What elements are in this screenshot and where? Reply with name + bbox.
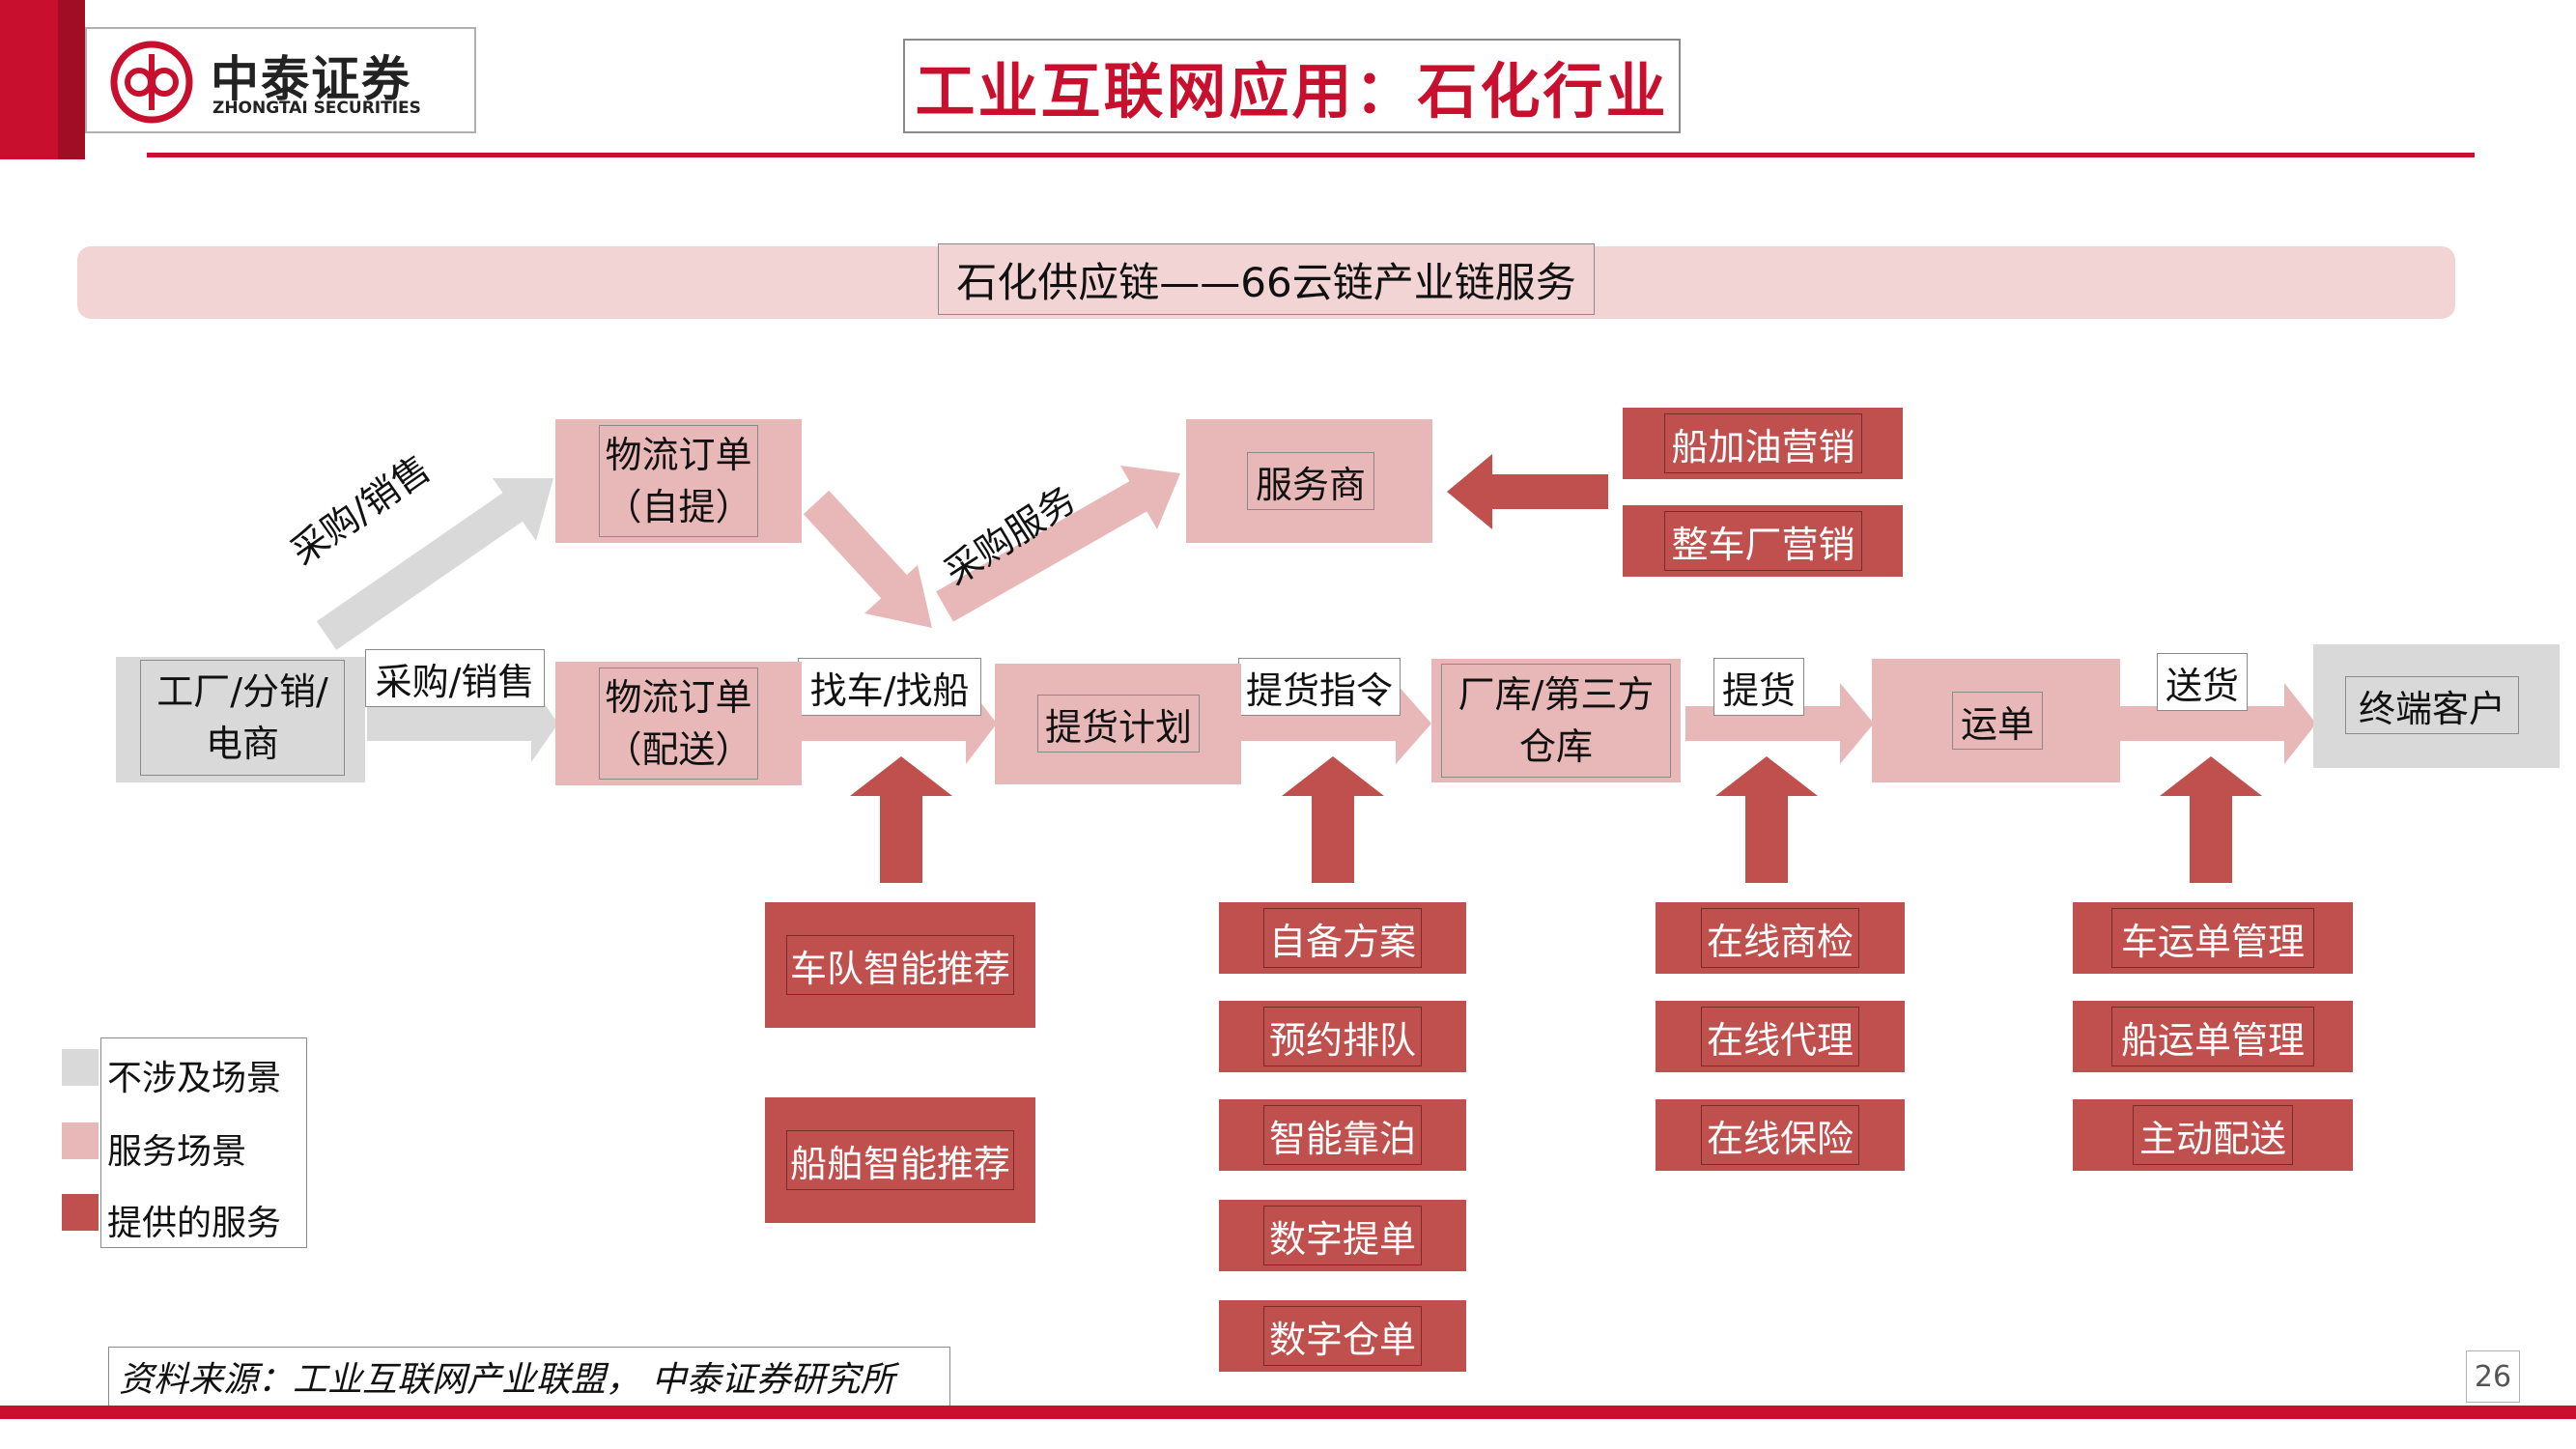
page-title: 工业互联网应用：石化行业 xyxy=(915,56,1669,127)
service-col2-4-label: 数字仓单 xyxy=(1263,1306,1422,1366)
service-col4-1-label: 船运单管理 xyxy=(2111,1007,2314,1066)
left-accent-bar-dark xyxy=(58,0,85,159)
node-waybill: 运单 xyxy=(1952,692,2043,750)
service-col2-1: 预约排队 xyxy=(1219,1001,1466,1072)
legend-label-1: 服务场景 xyxy=(107,1132,247,1172)
node-warehouse: 厂库/第三方仓库 xyxy=(1441,664,1671,778)
node-factory-bg xyxy=(116,657,365,782)
legend-label-2: 提供的服务 xyxy=(107,1204,282,1243)
node-warehouse-bg xyxy=(1431,659,1681,782)
arrow-factory-to-pickup-order-head xyxy=(493,478,553,541)
arrow-pickup-order-to-find-head xyxy=(864,565,932,628)
legend-swatch-pink xyxy=(62,1122,99,1159)
service-col3-0: 在线商检 xyxy=(1656,902,1905,974)
arrow-up-col3 xyxy=(1745,794,1788,883)
arrow-waybill-to-customer xyxy=(2120,706,2289,741)
legend: 不涉及场景 服务场景 提供的服务 xyxy=(60,1037,311,1250)
arrow-up-col2-head xyxy=(1282,756,1384,796)
service-col2-2-label: 智能靠泊 xyxy=(1263,1105,1422,1165)
service-col1-0: 车队智能推荐 xyxy=(765,902,1035,1028)
arrow-up-col4-head xyxy=(2160,756,2262,796)
arrow-to-service-provider xyxy=(936,477,1153,622)
node-delivery-order-bg xyxy=(555,662,802,785)
service-col2-1-label: 预约排队 xyxy=(1263,1007,1422,1066)
service-col3-1-label: 在线代理 xyxy=(1701,1007,1859,1066)
service-col3-2-label: 在线保险 xyxy=(1701,1105,1859,1165)
legend-swatch-gray xyxy=(62,1049,99,1086)
service-col4-0: 车运单管理 xyxy=(2073,902,2353,974)
banner-title: 石化供应链——66云链产业链服务 xyxy=(938,243,1595,315)
logo-icon xyxy=(110,41,193,124)
node-pickup-order: 物流订单（自提） xyxy=(599,425,758,537)
arrow-up-col4 xyxy=(2190,794,2232,883)
arrow-marketing-to-provider-head xyxy=(1447,454,1492,529)
node-pickup-plan-bg xyxy=(995,664,1241,784)
service-marketing-0-label: 船加油营销 xyxy=(1664,413,1862,473)
node-factory: 工厂/分销/电商 xyxy=(140,660,345,776)
service-marketing-0: 船加油营销 xyxy=(1623,408,1903,479)
label-pickup-instruction: 提货指令 xyxy=(1238,658,1401,716)
service-col2-2: 智能靠泊 xyxy=(1219,1099,1466,1171)
arrow-factory-to-pickup-order xyxy=(316,490,527,650)
service-col2-0-label: 自备方案 xyxy=(1263,908,1422,968)
service-col4-2-label: 主动配送 xyxy=(2133,1105,2293,1165)
arrow-to-service-provider-head xyxy=(1120,466,1180,529)
label-purchase-sales: 采购/销售 xyxy=(365,649,545,707)
service-col3-1: 在线代理 xyxy=(1656,1001,1905,1072)
legend-label-box: 不涉及场景 服务场景 提供的服务 xyxy=(100,1037,307,1248)
arrow-up-col3-head xyxy=(1715,756,1818,796)
service-marketing-1: 整车厂营销 xyxy=(1623,505,1903,577)
node-service-provider-bg xyxy=(1186,419,1432,543)
arrow-up-col1-head xyxy=(850,756,952,796)
service-col2-3: 数字提单 xyxy=(1219,1200,1466,1271)
legend-label-0: 不涉及场景 xyxy=(107,1059,282,1098)
service-col4-1: 船运单管理 xyxy=(2073,1001,2353,1072)
arrow-up-col2 xyxy=(1312,794,1354,883)
service-col1-1-label: 船舶智能推荐 xyxy=(786,1130,1014,1190)
label-pickup: 提货 xyxy=(1713,658,1804,716)
arrow-pickup-order-to-find xyxy=(803,490,912,604)
arrow-factory-to-delivery-order xyxy=(367,706,536,741)
source-note: 资料来源：工业互联网产业联盟， 中泰证券研究所 xyxy=(108,1347,950,1406)
legend-swatch-red xyxy=(62,1194,99,1231)
label-find-vehicle: 找车/找船 xyxy=(798,658,981,716)
source-note-text: 资料来源：工业互联网产业联盟， 中泰证券研究所 xyxy=(119,1360,895,1400)
service-col2-3-label: 数字提单 xyxy=(1263,1206,1422,1265)
service-col2-4: 数字仓单 xyxy=(1219,1300,1466,1372)
node-delivery-order: 物流订单（配送） xyxy=(599,668,758,780)
header-rule xyxy=(147,153,2475,157)
node-pickup-plan: 提货计划 xyxy=(1037,695,1200,753)
node-waybill-bg xyxy=(1872,659,2120,782)
service-col1-0-label: 车队智能推荐 xyxy=(786,935,1014,995)
service-col3-2: 在线保险 xyxy=(1656,1099,1905,1171)
page-title-box: 工业互联网应用：石化行业 xyxy=(903,39,1681,133)
arrow-waybill-to-customer-head xyxy=(2284,683,2316,764)
service-col4-2: 主动配送 xyxy=(2073,1099,2353,1171)
arrow-marketing-to-provider xyxy=(1487,474,1608,509)
page-number: 26 xyxy=(2466,1350,2520,1403)
logo-name-en: ZHONGTAI SECURITIES xyxy=(212,99,421,118)
logo-name-cn: 中泰证券 xyxy=(211,51,411,107)
arrow-warehouse-to-waybill-head xyxy=(1840,683,1874,764)
service-col4-0-label: 车运单管理 xyxy=(2111,908,2314,968)
arrow-up-col1 xyxy=(880,794,922,883)
service-col3-0-label: 在线商检 xyxy=(1701,908,1859,968)
node-end-customer: 终端客户 xyxy=(2345,676,2519,734)
footer-rule xyxy=(0,1406,2576,1419)
node-pickup-order-bg xyxy=(555,419,802,543)
label-delivery: 送货 xyxy=(2157,653,2248,711)
arrow-plan-to-warehouse-head xyxy=(1396,683,1431,764)
logo-box: 中泰证券 ZHONGTAI SECURITIES xyxy=(85,27,476,133)
node-service-provider: 服务商 xyxy=(1247,452,1374,510)
service-marketing-1-label: 整车厂营销 xyxy=(1664,511,1862,571)
service-col2-0: 自备方案 xyxy=(1219,902,1466,974)
service-col1-1: 船舶智能推荐 xyxy=(765,1097,1035,1223)
